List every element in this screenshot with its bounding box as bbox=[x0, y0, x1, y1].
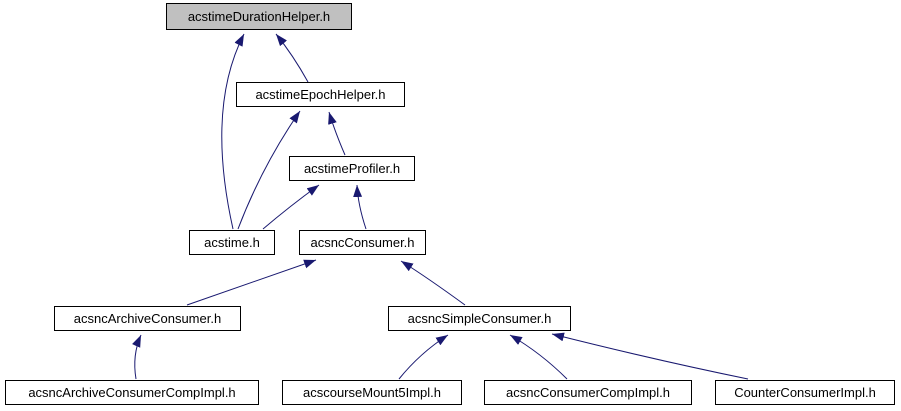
include-edge-CounterConsumerImpl-h--acsncSimpleConsumer-h bbox=[551, 332, 749, 380]
graph-node-acstimeDurationHelper-h: acstimeDurationHelper.h bbox=[166, 3, 352, 30]
include-edge-acscourseMount5Impl-h--acsncSimpleConsumer-h bbox=[398, 334, 449, 380]
include-edge-acsncSimpleConsumer-h--acsncConsumer-h bbox=[400, 260, 466, 306]
graph-node-acsncArchiveConsumerCompImpl-h[interactable]: acsncArchiveConsumerCompImpl.h bbox=[5, 380, 259, 405]
graph-node-acsncConsumerCompImpl-h[interactable]: acsncConsumerCompImpl.h bbox=[484, 380, 692, 405]
include-edge-acsncConsumer-h--acstimeProfiler-h bbox=[353, 184, 367, 230]
include-edge-acsncConsumerCompImpl-h--acsncSimpleConsumer-h bbox=[509, 334, 568, 380]
graph-node-acsncSimpleConsumer-h[interactable]: acsncSimpleConsumer.h bbox=[388, 306, 571, 331]
include-edge-acsncArchiveConsumerCompImpl-h--acsncArchiveConsumer-h bbox=[131, 334, 142, 380]
graph-node-acstime-h[interactable]: acstime.h bbox=[189, 230, 275, 255]
include-edge-acstimeProfiler-h--acstimeEpochHelper-h bbox=[328, 111, 346, 156]
include-edge-acsncArchiveConsumer-h--acsncConsumer-h bbox=[186, 259, 317, 306]
include-edge-acstime-h--acstimeEpochHelper-h bbox=[237, 110, 301, 230]
include-edge-acstime-h--acstimeDurationHelper-h bbox=[221, 33, 245, 230]
graph-node-acsncArchiveConsumer-h[interactable]: acsncArchiveConsumer.h bbox=[54, 306, 241, 331]
graph-node-acstimeEpochHelper-h[interactable]: acstimeEpochHelper.h bbox=[236, 82, 405, 107]
graph-node-acstimeProfiler-h[interactable]: acstimeProfiler.h bbox=[289, 156, 415, 181]
graph-node-acscourseMount5Impl-h[interactable]: acscourseMount5Impl.h bbox=[282, 380, 462, 405]
graph-node-acsncConsumer-h[interactable]: acsncConsumer.h bbox=[299, 230, 426, 255]
graph-node-CounterConsumerImpl-h[interactable]: CounterConsumerImpl.h bbox=[715, 380, 895, 405]
include-edge-acstime-h--acstimeProfiler-h bbox=[262, 184, 320, 230]
include-edge-acstimeEpochHelper-h--acstimeDurationHelper-h bbox=[275, 33, 309, 83]
